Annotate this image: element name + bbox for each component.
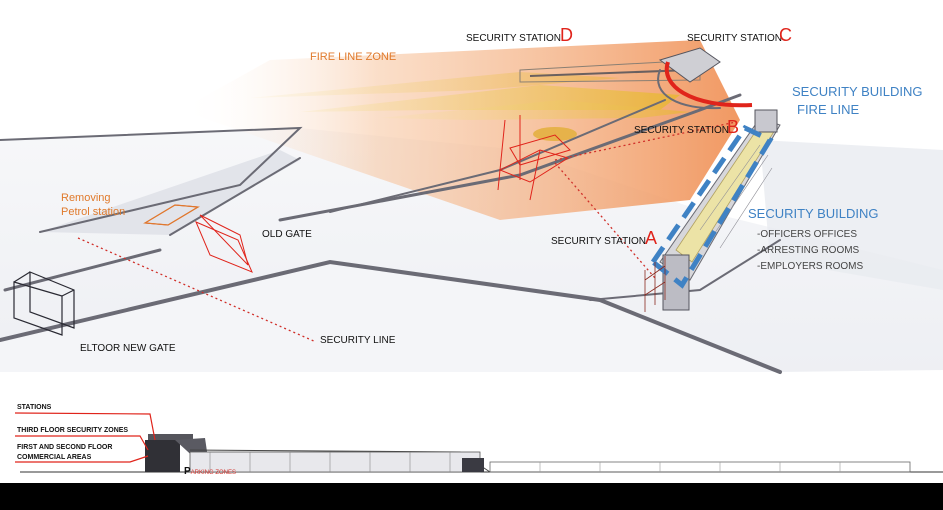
fire-line-zone-label: FIRE LINE ZONE xyxy=(310,51,397,63)
elevation-section xyxy=(14,412,943,473)
old-gate-label: OLD GATE xyxy=(262,229,312,240)
station-d-label: SECURITY STATION xyxy=(466,33,562,44)
security-building xyxy=(658,47,781,311)
station-a-letter: A xyxy=(645,228,658,248)
station-c-label: SECURITY STATION xyxy=(687,33,783,44)
legend-first-second-2: COMMERCIAL AREAS xyxy=(17,454,92,461)
officers-offices-label: -OFFICERS OFFICES xyxy=(757,229,857,240)
ground-plane xyxy=(0,128,943,372)
bottom-black-bar xyxy=(0,483,943,510)
removing-label-2: Petrol station xyxy=(61,206,126,218)
legend-stations: STATIONS xyxy=(17,404,52,411)
security-line-label: SECURITY LINE xyxy=(320,335,396,346)
parking-p: P xyxy=(184,466,191,477)
station-a-label: SECURITY STATION xyxy=(551,236,647,247)
petrol-station-outline xyxy=(143,204,200,226)
pond xyxy=(533,127,577,141)
fire-line-zone xyxy=(180,40,740,220)
eltoor-gate-structure xyxy=(13,271,75,336)
arresting-rooms-label: -ARRESTING ROOMS xyxy=(757,245,860,256)
security-building-fire-line-label-1: SECURITY BUILDING xyxy=(792,84,923,99)
removing-label-1: Removing xyxy=(61,192,111,204)
station-b-label: SECURITY STATION xyxy=(634,125,730,136)
parking-zones-label: PARKING ZONES xyxy=(184,467,236,477)
security-building-fire-line-label-2: FIRE LINE xyxy=(797,102,860,117)
employers-rooms-label: -EMPLOYERS ROOMS xyxy=(757,261,864,272)
security-line xyxy=(77,121,737,343)
station-c-arc xyxy=(664,61,753,108)
security-building-label: SECURITY BUILDING xyxy=(748,206,879,221)
legend-first-second-1: FIRST AND SECOND FLOOR xyxy=(17,444,113,451)
station-b-letter: B xyxy=(727,117,740,137)
station-a-structure xyxy=(644,256,666,312)
parking-rest: ARKING ZONES xyxy=(190,470,237,476)
legend-third-floor: THIRD FLOOR SECURITY ZONES xyxy=(17,427,129,434)
eltoor-new-gate-label: ELTOOR NEW GATE xyxy=(80,343,176,354)
station-d-letter: D xyxy=(560,25,573,45)
building-fire-line xyxy=(649,124,774,289)
station-c-letter: C xyxy=(779,25,792,45)
